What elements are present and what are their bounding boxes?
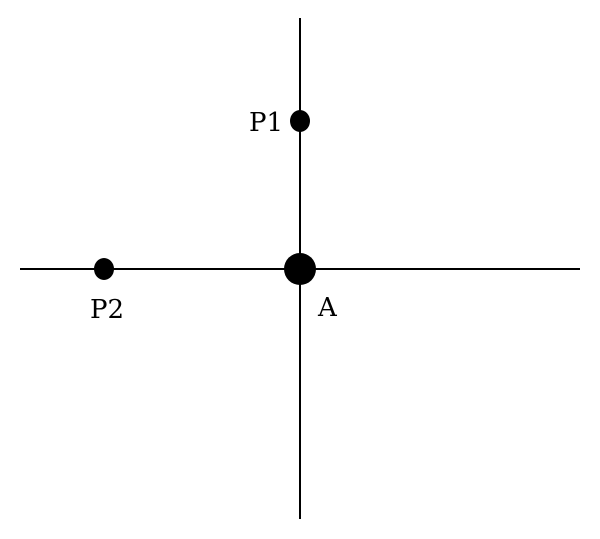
point-a-label: A [317,293,338,323]
point-a-marker [284,253,316,285]
point-p1-label: P1 [249,108,283,138]
point-p2-marker [94,258,114,280]
point-p1-marker [290,110,310,132]
point-p2-label: P2 [90,295,124,325]
